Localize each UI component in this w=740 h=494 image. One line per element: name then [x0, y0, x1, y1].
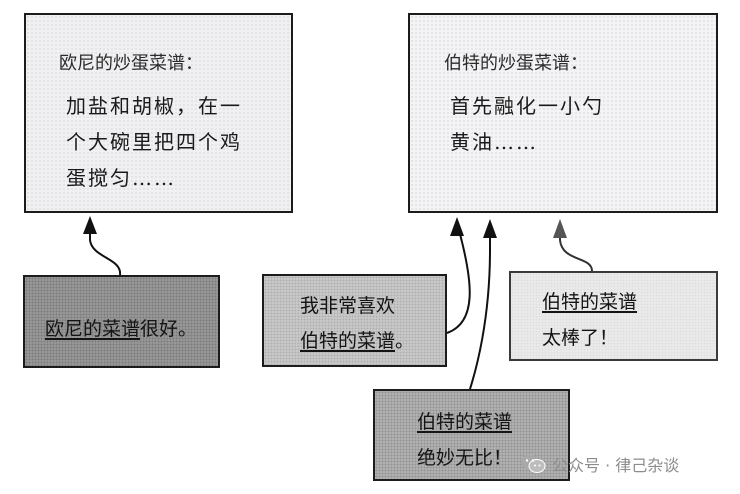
oni-recipe-line: 加盐和胡椒，在一 — [66, 94, 242, 118]
bert-love-note: 我非常喜欢 伯特的菜谱。 — [262, 274, 447, 367]
oni-recipe-box: 欧尼的炒蛋菜谱： 加盐和胡椒，在一 个大碗里把四个鸡 蛋搅匀…… — [24, 13, 293, 213]
bert-recipe-link-text: 伯特的菜谱 — [300, 330, 396, 352]
arrowhead-oni — [83, 216, 97, 234]
bert-recipe-line: 黄油…… — [450, 130, 538, 154]
oni-praise-suffix: 很好。 — [140, 318, 198, 340]
bert-love-suffix: 。 — [395, 330, 415, 352]
oni-recipe-line: 蛋搅匀…… — [66, 166, 176, 190]
bert-wonderful-note: 伯特的菜谱 绝妙无比！ — [373, 389, 570, 481]
bert-recipe-line: 首先融化一小勺 — [450, 94, 604, 118]
watermark-text: 公众号 · 律己杂谈 — [552, 456, 680, 475]
bert-wonderful-line2: 绝妙无比！ — [417, 447, 513, 469]
bert-great-note: 伯特的菜谱 太棒了！ — [509, 271, 718, 361]
bert-love-line2: 伯特的菜谱。 — [300, 326, 414, 353]
arrow-wonder-note-to-bert-recipe — [469, 226, 491, 390]
bert-recipe-link-text: 伯特的菜谱 — [542, 291, 638, 313]
wechat-icon — [521, 454, 546, 473]
bert-recipe-link-text: 伯特的菜谱 — [417, 411, 513, 433]
arrow-bert-note-to-bert-recipe — [559, 226, 593, 272]
arrowhead-wonder — [483, 219, 497, 238]
bert-recipe-title: 伯特的炒蛋菜谱： — [444, 53, 588, 74]
oni-recipe-link-text: 欧尼的菜谱 — [45, 318, 141, 340]
bert-recipe-body: 首先融化一小勺 黄油…… — [450, 88, 604, 160]
arrowhead-bert — [553, 219, 567, 238]
bert-love-line1: 我非常喜欢 — [300, 295, 396, 317]
oni-recipe-line: 个大碗里把四个鸡 — [66, 130, 242, 154]
bert-recipe-box: 伯特的炒蛋菜谱： 首先融化一小勺 黄油…… — [408, 13, 718, 213]
arrow-oni-note-to-oni-recipe — [89, 222, 122, 276]
arrowhead-love — [450, 217, 464, 236]
bert-great-line2: 太棒了！ — [542, 327, 619, 349]
oni-recipe-title: 欧尼的炒蛋菜谱： — [59, 53, 203, 74]
arrow-love-note-to-bert-recipe — [446, 223, 471, 334]
oni-praise-text: 欧尼的菜谱很好。 — [45, 314, 197, 341]
oni-praise-note: 欧尼的菜谱很好。 — [23, 275, 220, 368]
oni-recipe-body: 加盐和胡椒，在一 个大碗里把四个鸡 蛋搅匀…… — [66, 88, 242, 196]
watermark: 公众号 · 律己杂谈 — [520, 452, 679, 476]
